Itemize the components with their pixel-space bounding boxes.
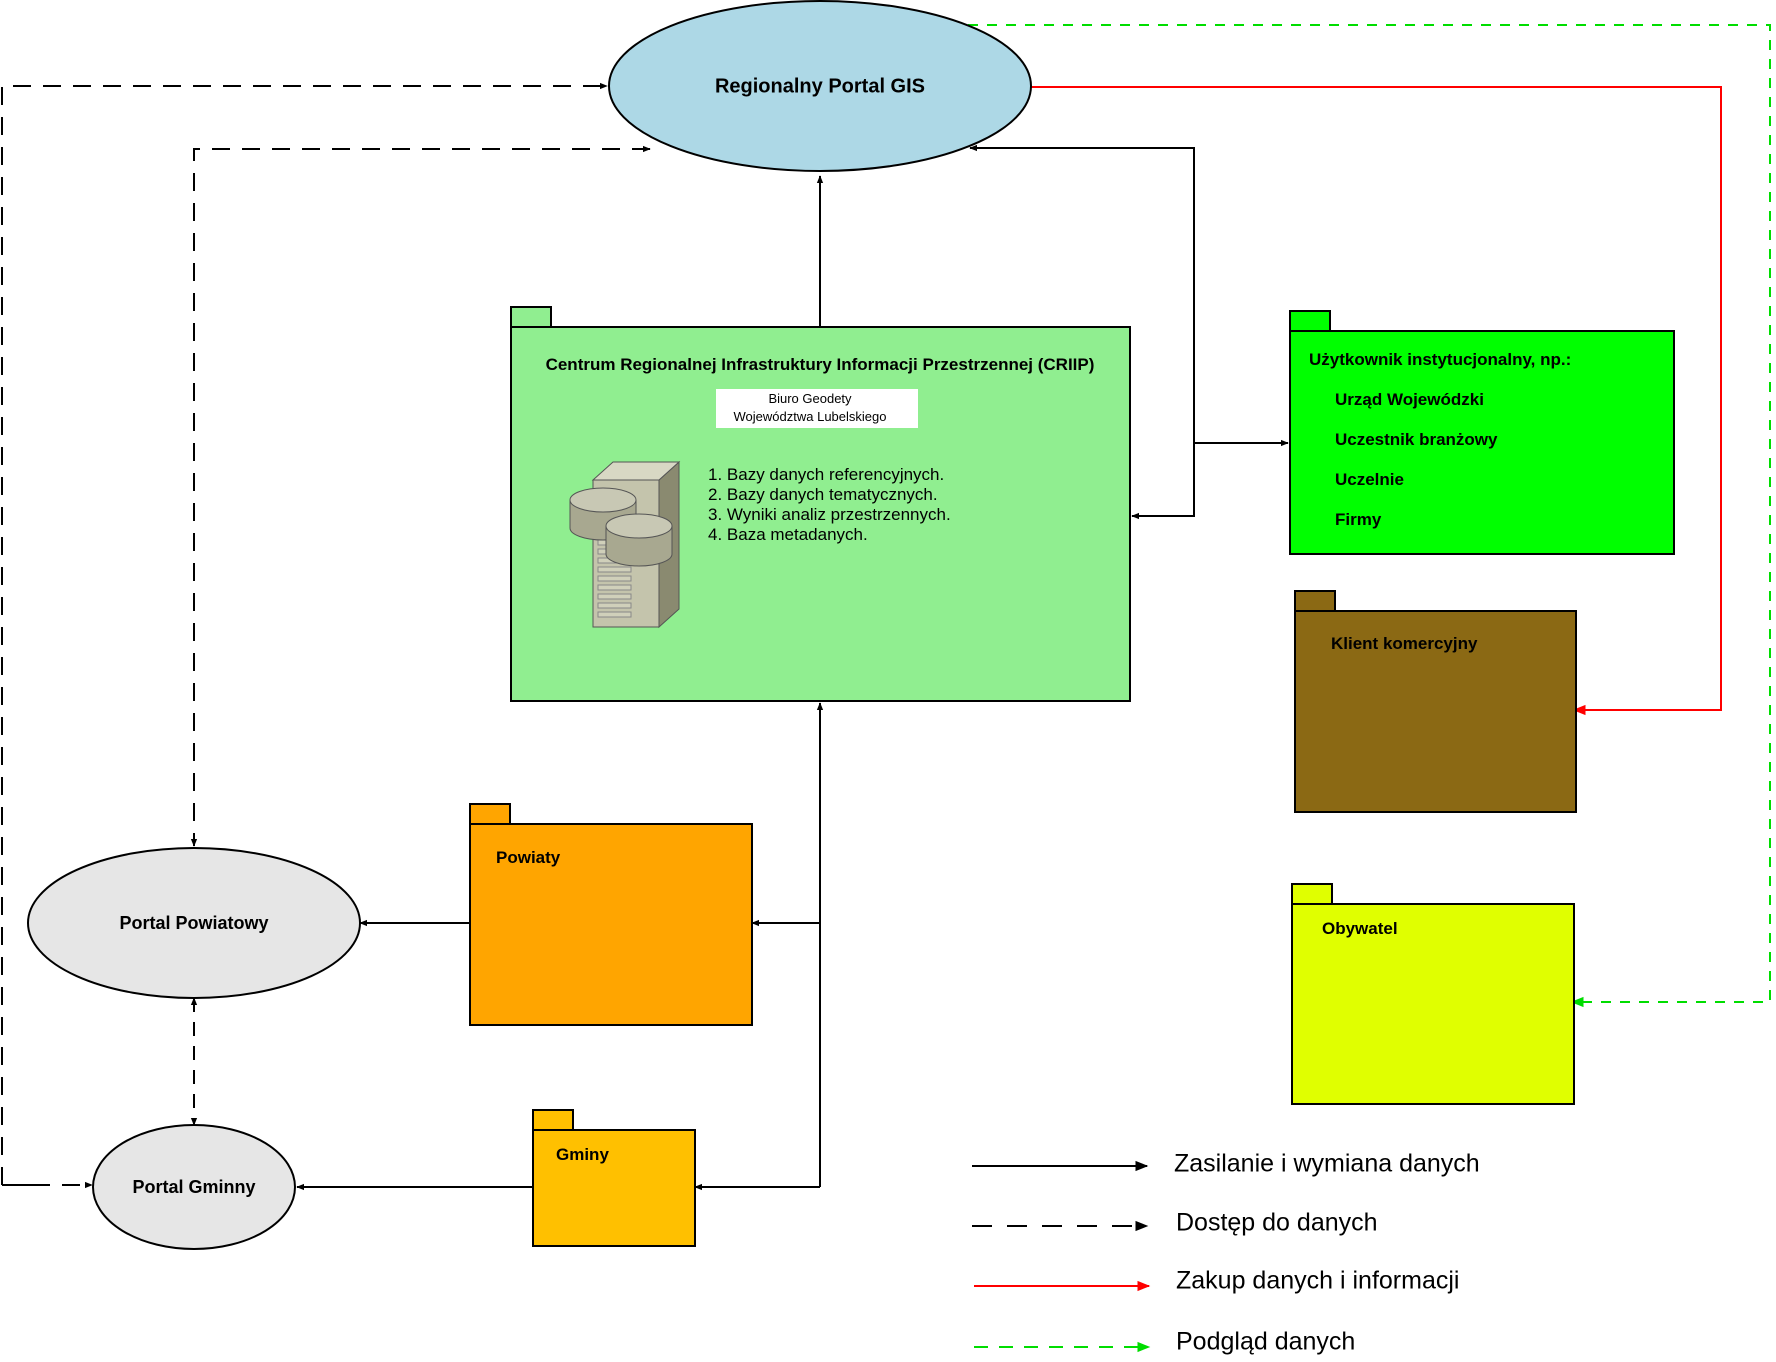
citizen-label: Obywatel (1322, 919, 1398, 938)
criip-title: Centrum Regionalnej Infrastruktury Infor… (546, 355, 1095, 374)
county-portal-ellipse (27, 847, 361, 999)
commercial-client-body (1294, 610, 1577, 813)
database-server-icon (569, 460, 681, 629)
criip-item: 2. Bazy danych tematycznych. (708, 485, 938, 504)
legend-label: Dostęp do danych (1176, 1209, 1378, 1237)
county-portal-node: Portal Powiatowy (27, 847, 361, 999)
institutional-user-tab (1289, 310, 1331, 332)
legend-item-access: Dostęp do danych (972, 1209, 1378, 1237)
edge-gis-to-commercial (1030, 86, 1722, 716)
edge-gis-to-userinst (969, 144, 1289, 447)
county-portal-label: Portal Powiatowy (119, 913, 268, 933)
commercial-client-package: Klient komercyjny (1294, 590, 1577, 813)
counties-package: Powiaty (469, 803, 753, 1026)
municipalities-body (532, 1129, 696, 1247)
portal-gis-node: Regionalny Portal GIS (608, 0, 1032, 172)
municipalities-label: Gminy (556, 1145, 609, 1164)
legend-item-preview: Podgląd danych (974, 1328, 1355, 1356)
legend: Zasilanie i wymiana danych Dostęp do dan… (972, 1150, 1480, 1356)
legend-label: Zasilanie i wymiana danych (1174, 1150, 1480, 1178)
edge-gis-to-citizen (968, 24, 1771, 1008)
commercial-client-label: Klient komercyjny (1331, 634, 1478, 653)
institutional-user-item: Uczestnik branżowy (1335, 430, 1498, 449)
counties-label: Powiaty (496, 848, 561, 867)
edge-gis-county-dashed (190, 145, 651, 847)
institutional-user-package: Użytkownik instytucjonalny, np.: Urząd W… (1289, 310, 1675, 555)
portal-gis-label: Regionalny Portal GIS (715, 75, 925, 97)
criip-items-list: 1. Bazy danych referencyjnych. 2. Bazy d… (708, 465, 951, 544)
edge-userinst-to-criip (1131, 443, 1195, 520)
citizen-package: Obywatel (1291, 883, 1575, 1105)
citizen-tab (1291, 883, 1333, 905)
municipalities-package: Gminy (532, 1109, 696, 1247)
criip-package: Centrum Regionalnej Infrastruktury Infor… (510, 306, 1131, 702)
municipal-portal-node: Portal Gminny (92, 1124, 296, 1250)
criip-office-line2: Województwa Lubelskiego (734, 409, 887, 424)
criip-tab (510, 306, 552, 328)
municipal-portal-ellipse (92, 1124, 296, 1250)
criip-item: 3. Wyniki analiz przestrzennych. (708, 505, 951, 524)
institutional-user-item: Firmy (1335, 510, 1382, 529)
criip-office-box (716, 389, 918, 428)
criip-item: 4. Baza metadanych. (708, 525, 868, 544)
criip-office-line1: Biuro Geodety (768, 391, 852, 406)
legend-label: Podgląd danych (1176, 1328, 1355, 1356)
legend-item-purchase: Zakup danych i informacji (974, 1267, 1459, 1295)
criip-item: 1. Bazy danych referencyjnych. (708, 465, 944, 484)
institutional-user-body (1289, 330, 1675, 555)
citizen-body (1291, 903, 1575, 1105)
institutional-user-item: Urząd Wojewódzki (1335, 390, 1484, 409)
institutional-user-item: Uczelnie (1335, 470, 1404, 489)
legend-item-feed: Zasilanie i wymiana danych (972, 1150, 1480, 1178)
commercial-client-tab (1294, 590, 1336, 612)
municipal-portal-label: Portal Gminny (132, 1177, 255, 1197)
legend-label: Zakup danych i informacji (1176, 1267, 1459, 1295)
municipalities-tab (532, 1109, 574, 1131)
counties-tab (469, 803, 511, 825)
institutional-user-title: Użytkownik instytucjonalny, np.: (1309, 350, 1571, 369)
counties-body (469, 823, 753, 1026)
